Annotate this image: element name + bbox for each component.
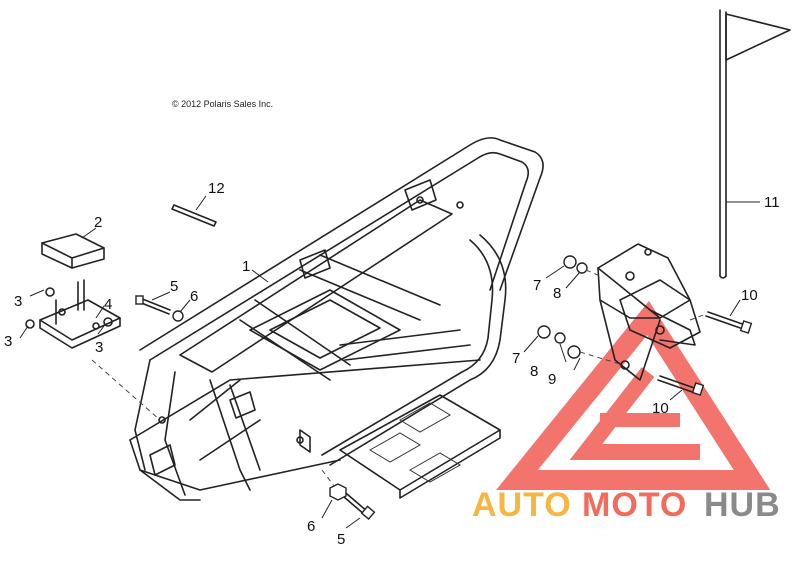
main-frame <box>129 137 544 501</box>
callout-10-top: 10 <box>741 287 758 304</box>
callout-8-bottom: 8 <box>530 363 538 380</box>
watermark-hub: HUB <box>704 486 781 524</box>
callout-2: 2 <box>94 214 102 231</box>
callout-3-left: 3 <box>4 333 12 350</box>
watermark-auto: AUTO <box>472 486 572 524</box>
watermark-text: AUTO MOTO HUB <box>472 486 781 524</box>
callout-4: 4 <box>104 296 112 313</box>
callout-6-top: 6 <box>190 288 198 305</box>
decal-strip <box>171 204 217 227</box>
callout-3-right: 3 <box>95 339 103 356</box>
copyright-text: © 2012 Polaris Sales Inc. <box>172 99 273 109</box>
hitch-fasteners <box>537 255 753 396</box>
callout-5-bottom: 5 <box>337 531 345 548</box>
callout-3-top: 3 <box>14 293 22 310</box>
callout-7-top: 7 <box>533 277 541 294</box>
left-bracket <box>25 279 121 349</box>
callout-10-bottom: 10 <box>652 400 669 417</box>
pad-block <box>41 233 105 269</box>
callout-9: 9 <box>548 371 556 388</box>
front-fasteners <box>91 295 376 521</box>
watermark-logo <box>496 300 771 490</box>
callout-11: 11 <box>764 194 780 211</box>
callout-1: 1 <box>242 258 250 275</box>
callout-12: 12 <box>208 180 225 197</box>
callout-7-bottom: 7 <box>512 350 520 367</box>
callout-6-bottom: 6 <box>307 518 315 535</box>
leader-lines <box>19 195 760 529</box>
hitch-bracket <box>597 243 701 381</box>
callouts: 12 2 1 3 3 3 4 5 6 6 5 7 8 7 8 9 10 10 1… <box>4 180 780 548</box>
watermark-moto: MOTO <box>582 486 687 524</box>
whip-flag <box>719 9 791 279</box>
callout-5-top: 5 <box>170 278 178 295</box>
callout-8-top: 8 <box>553 285 561 302</box>
